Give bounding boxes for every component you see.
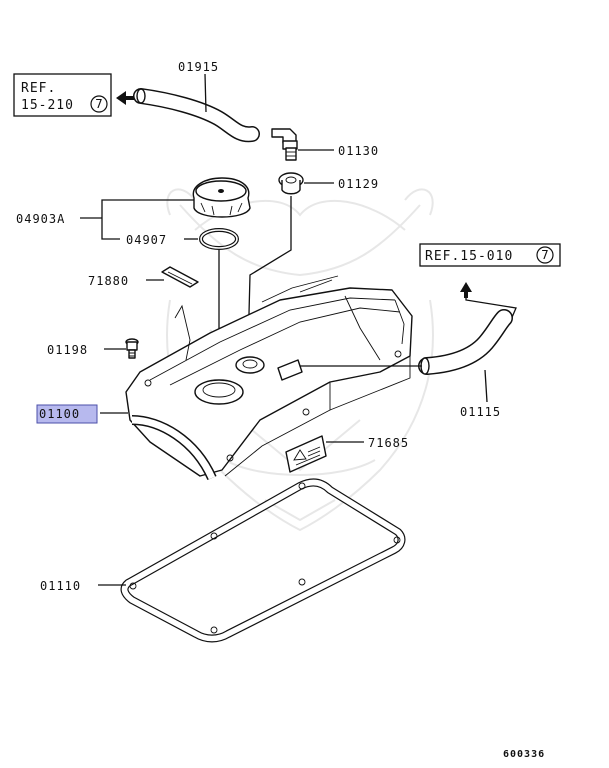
pcv-valve-01130[interactable] [271, 128, 298, 161]
ref-box-15-210[interactable]: REF. 15-210 7 [13, 73, 112, 117]
hose-01115[interactable] [418, 309, 513, 375]
figure-code: 600336 [503, 749, 545, 760]
leader-grommet-drop [247, 196, 292, 353]
plate-71880[interactable] [161, 266, 199, 288]
bolt-01198[interactable] [125, 338, 139, 359]
label-04903A[interactable]: 04903A [16, 212, 65, 226]
label-01100[interactable]: 01100 [39, 407, 80, 421]
gasket-01110[interactable] [120, 478, 406, 643]
label-01198[interactable]: 01198 [47, 343, 88, 357]
label-04907[interactable]: 04907 [126, 233, 167, 247]
leader-01115 [484, 369, 488, 403]
label-01115[interactable]: 01115 [460, 405, 501, 419]
label-01130[interactable]: 01130 [338, 144, 379, 158]
ref-box-15-210-line2: 15-210 [21, 98, 74, 113]
leader-04903A-bracket [101, 199, 194, 240]
grommet-01129[interactable] [278, 172, 304, 195]
hose-01915[interactable] [133, 88, 260, 143]
rocker-cover-01100[interactable] [125, 275, 413, 481]
ref-box-15-010-circled: 7 [541, 248, 549, 262]
caution-plate-71685[interactable] [285, 435, 327, 473]
label-01110[interactable]: 01110 [40, 579, 81, 593]
ref-box-15-010-text: REF.15-010 [425, 249, 513, 264]
o-ring-04907[interactable] [199, 228, 239, 250]
ref-box-15-210-circled: 7 [95, 97, 103, 111]
label-71880[interactable]: 71880 [88, 274, 129, 288]
arrow-left-icon [116, 91, 134, 105]
label-71685[interactable]: 71685 [368, 436, 409, 450]
circled-number-badge [536, 246, 554, 264]
arrow-up-icon [460, 282, 472, 298]
circled-number-badge [90, 95, 108, 113]
ref-box-15-210-line1: REF. [21, 81, 56, 96]
leader-01915 [204, 73, 207, 113]
ref-15-010-bracket [465, 298, 517, 323]
ref-box-15-010[interactable]: REF.15-010 7 [419, 243, 561, 267]
label-01915[interactable]: 01915 [178, 60, 219, 74]
oil-filler-cap-04903A[interactable] [192, 177, 251, 218]
label-01129[interactable]: 01129 [338, 177, 379, 191]
highlight-01100 [36, 404, 98, 424]
